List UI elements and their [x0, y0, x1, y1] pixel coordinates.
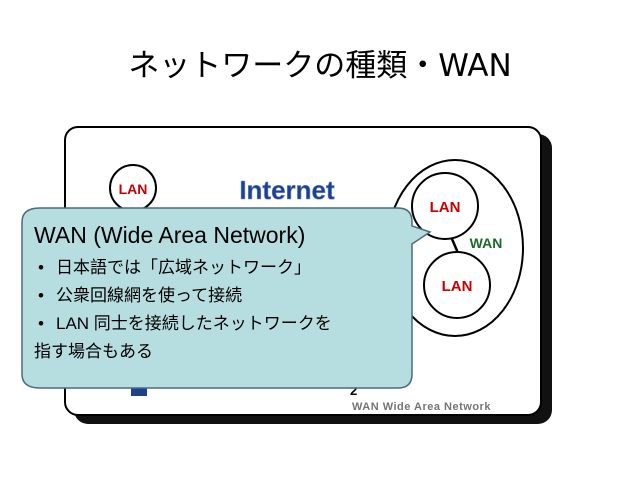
lan-node-top [411, 172, 479, 240]
callout-heading: WAN (Wide Area Network) [34, 222, 306, 248]
callout-bullet-3-continuation: 指す場合もある [34, 342, 153, 361]
internet-label: Internet [239, 175, 335, 205]
lan-node-bottom-label: LAN [442, 278, 473, 295]
slide-title: ネットワークの種類・WAN [128, 48, 512, 84]
partial-char: 2 [350, 383, 357, 398]
lan-node-bottom [423, 251, 491, 319]
caption-fragment: WAN Wide Area Network [352, 401, 491, 413]
callout-bullet-1: 日本語では「広域ネットワーク」 [34, 254, 414, 282]
lan-link [450, 238, 460, 254]
lan-node-top-label: LAN [430, 199, 461, 216]
lan-node-left-label: LAN [119, 181, 148, 197]
callout-bullets: 日本語では「広域ネットワーク」 公衆回線網を使って接続 LAN 同士を接続したネ… [34, 254, 414, 338]
callout-content: WAN (Wide Area Network) 日本語では「広域ネットワーク」 … [34, 220, 414, 366]
wan-label: WAN [470, 235, 503, 251]
callout-bullet-3: LAN 同士を接続したネットワークを [34, 310, 414, 338]
callout-bullet-2: 公衆回線網を使って接続 [34, 282, 414, 310]
